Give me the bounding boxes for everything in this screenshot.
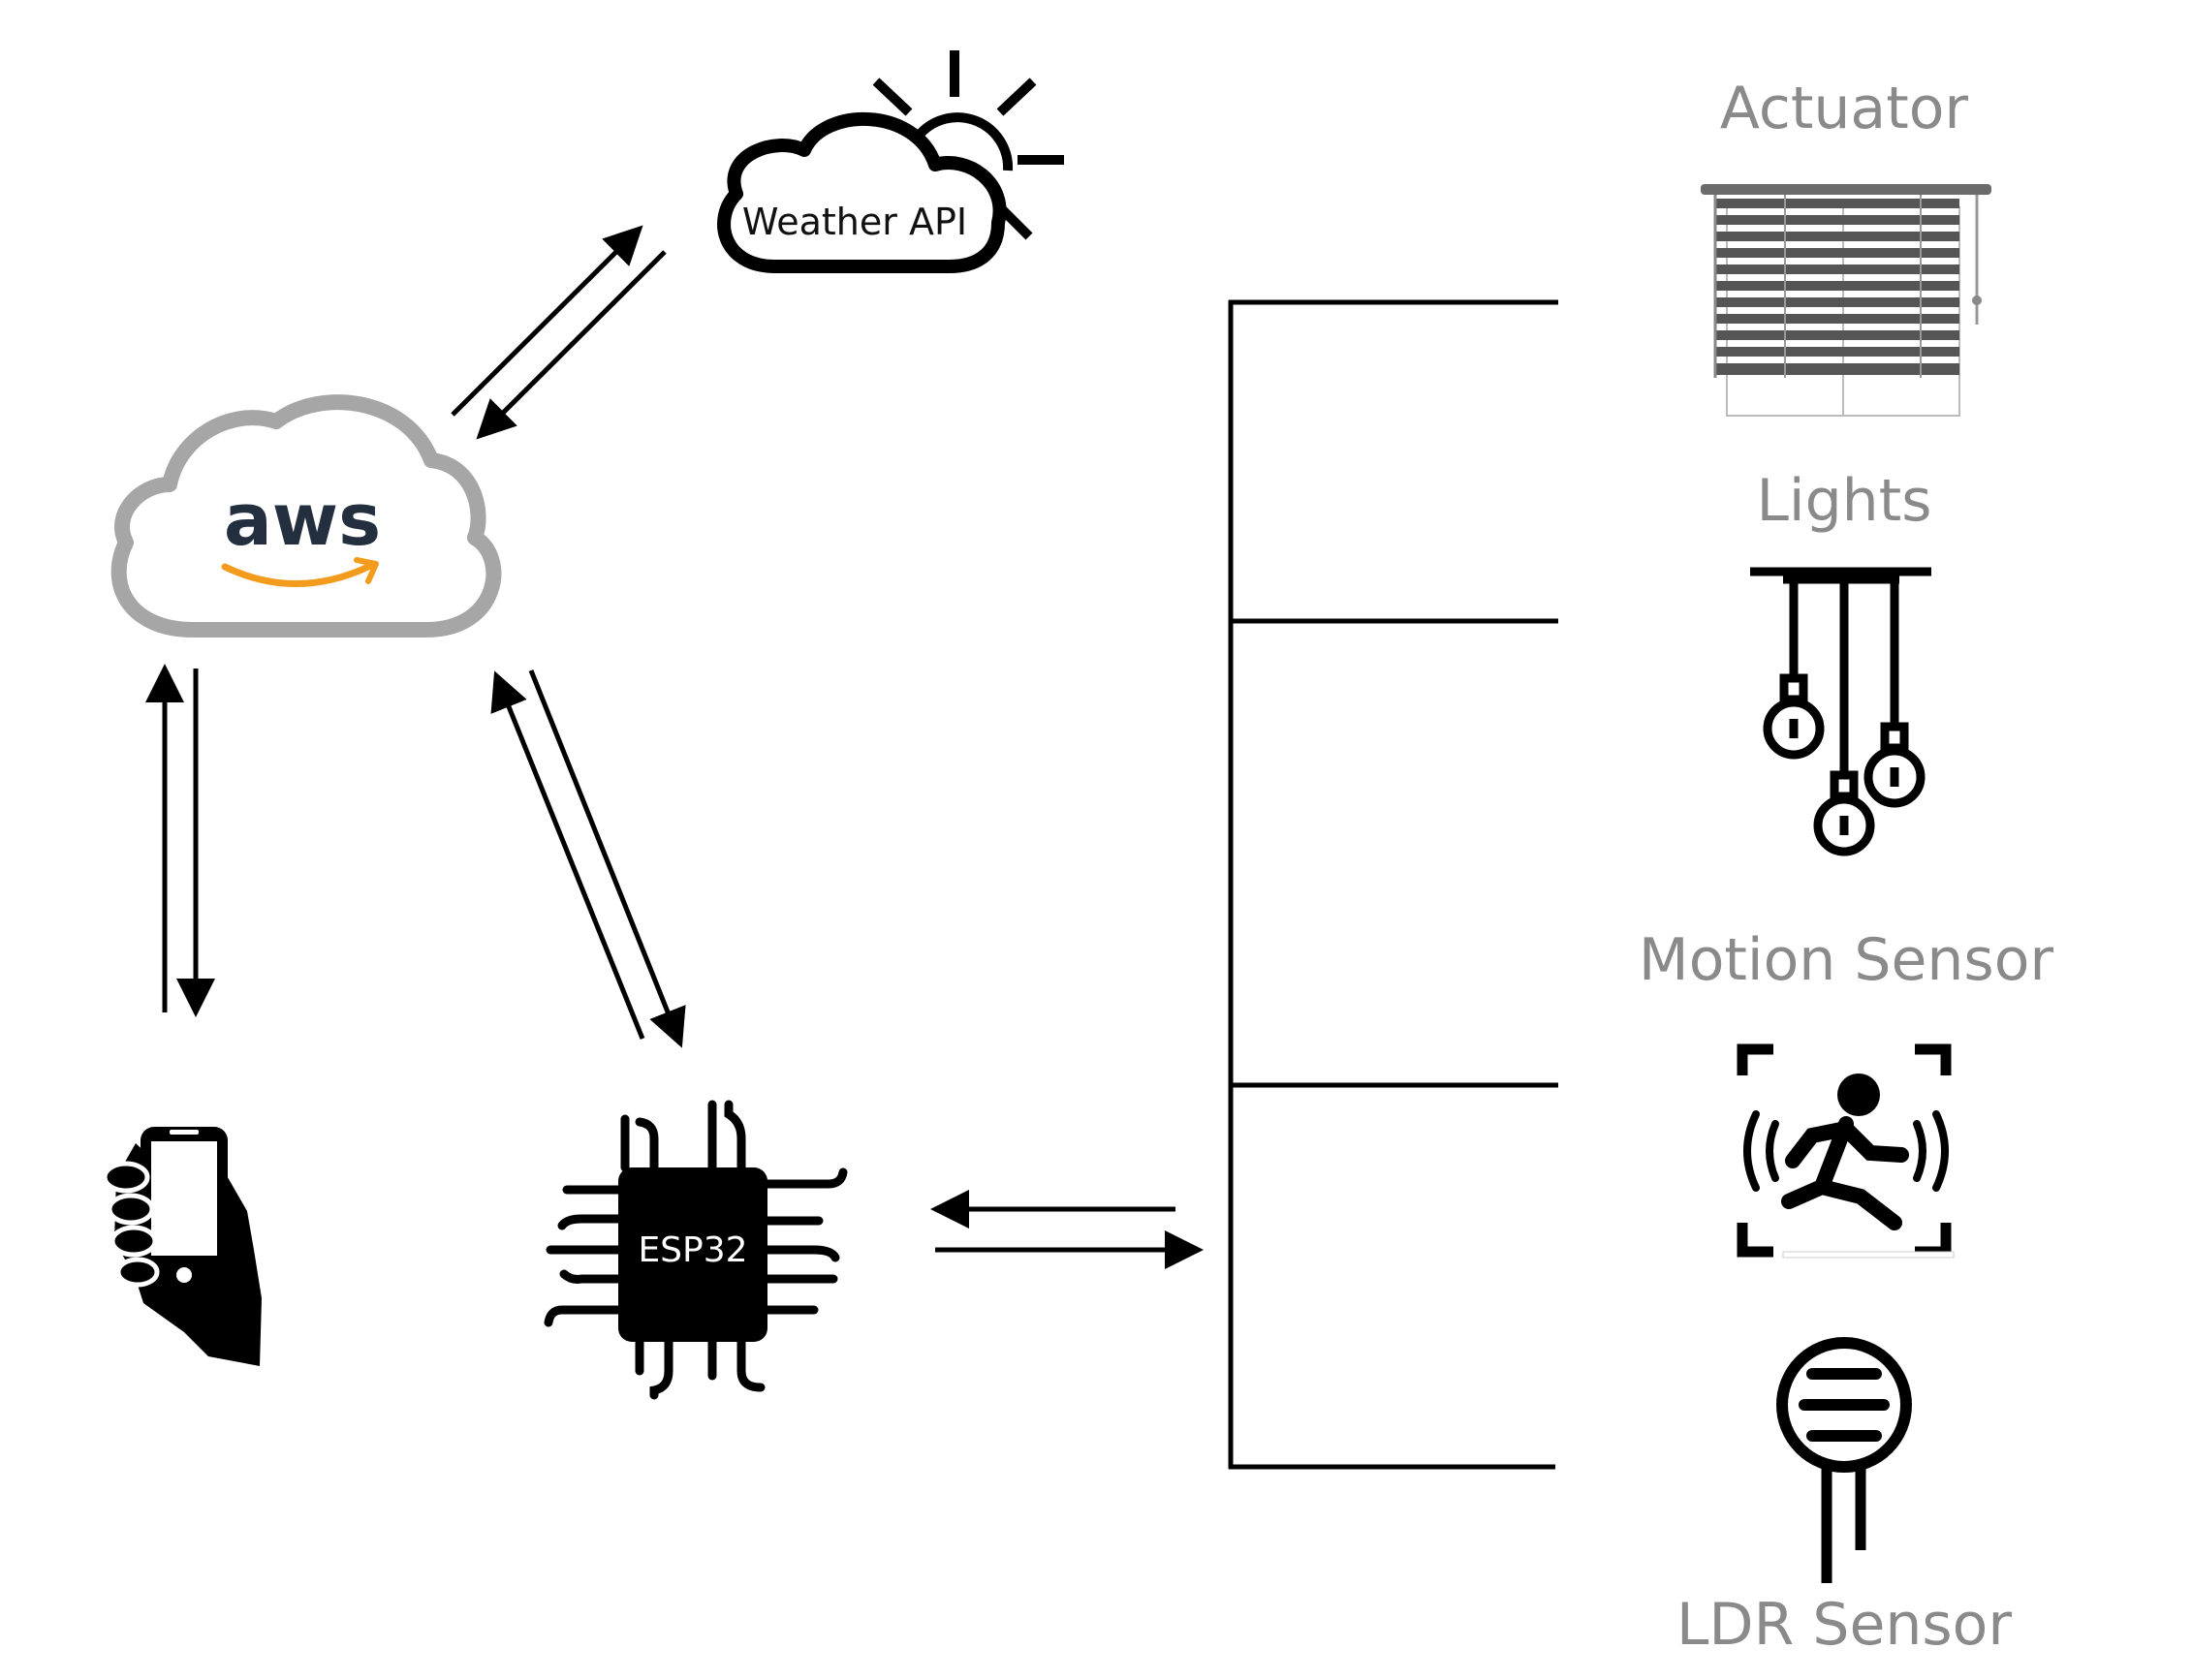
aws-smile-icon — [221, 563, 372, 587]
lights-device: Lights — [1750, 467, 1932, 856]
esp32-devices-arrows — [930, 1190, 1204, 1269]
window-blinds-icon — [1701, 184, 1991, 417]
ldr-icon — [1776, 1337, 1912, 1583]
lights-label: Lights — [1757, 467, 1932, 535]
aws-logo-text: aws — [224, 479, 381, 562]
chip-body — [618, 1167, 767, 1342]
actuator-label: Actuator — [1720, 75, 1969, 142]
chip-icon — [544, 1100, 848, 1400]
motion-sensor-device: Motion Sensor — [1639, 926, 2053, 1259]
weather-api-label: Weather API — [742, 201, 967, 243]
aws-cloud-icon — [110, 394, 502, 638]
motion-sensor-icon — [1737, 1043, 1955, 1259]
aws-phone-arrows — [145, 664, 215, 1017]
aws-cloud-node: aws — [110, 394, 502, 638]
actuator-device: Actuator — [1701, 75, 1991, 417]
smartphone-hand-icon — [102, 1127, 262, 1366]
esp32-node: ESP32 — [544, 1100, 848, 1400]
motion-sensor-label: Motion Sensor — [1639, 926, 2053, 994]
pendant-lights-icon — [1750, 567, 1931, 856]
ldr-sensor-label: LDR Sensor — [1676, 1591, 2012, 1659]
aws-weather-arrows — [451, 225, 667, 440]
ldr-sensor-device: LDR Sensor — [1676, 1337, 2012, 1659]
esp32-label: ESP32 — [638, 1230, 747, 1270]
device-bus — [1228, 299, 1558, 1470]
weather-api-node: Weather API — [717, 50, 1064, 273]
aws-esp32-arrows — [490, 669, 686, 1048]
cloud-icon — [717, 111, 1007, 273]
